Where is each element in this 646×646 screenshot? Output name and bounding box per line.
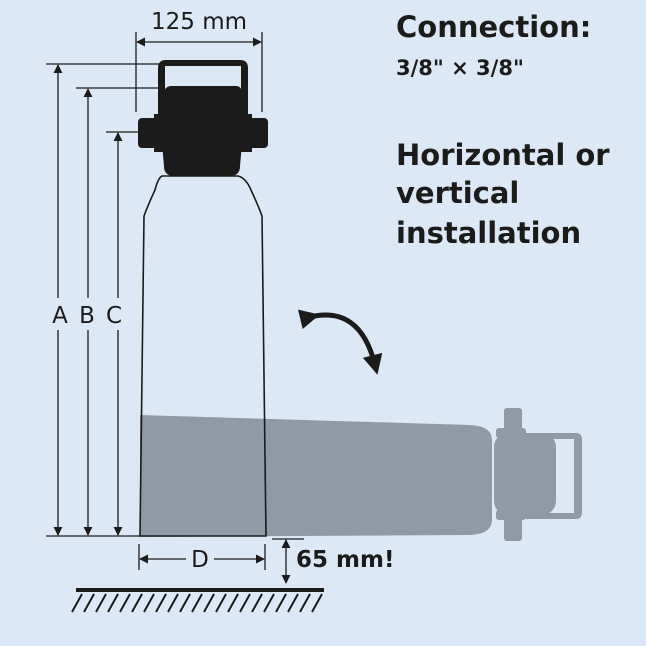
clearance-dimension xyxy=(272,538,304,584)
horizontal-filter-head xyxy=(494,433,556,515)
floor xyxy=(71,588,324,613)
horizontal-filter-nut-bottom xyxy=(504,515,522,541)
installation-text-line-3: installation xyxy=(396,216,582,250)
vertical-filter-handle xyxy=(158,60,248,116)
width-label: 125 mm xyxy=(151,9,247,35)
installation-text-line-2: vertical xyxy=(396,176,520,210)
horizontal-filter-handle xyxy=(526,433,582,519)
horizontal-filter-body xyxy=(140,415,492,537)
connection-value: 3/8" × 3/8" xyxy=(396,56,524,80)
horizontal-filter-nut-top xyxy=(504,408,522,434)
height-label-b: B xyxy=(79,303,95,329)
rotation-arrow-icon xyxy=(297,309,383,375)
vertical-filter-body xyxy=(139,175,267,537)
height-label-c: C xyxy=(106,303,122,329)
connection-title: Connection: xyxy=(396,10,592,44)
vertical-filter-head xyxy=(154,86,252,176)
width-dimension xyxy=(135,32,263,112)
horizontal-filter xyxy=(140,408,582,541)
clearance-label: 65 mm! xyxy=(296,547,394,573)
diameter-label: D xyxy=(191,547,209,573)
installation-text-line-1: Horizontal or xyxy=(396,138,610,172)
diameter-dimension xyxy=(138,544,266,570)
vertical-filter xyxy=(138,60,268,537)
height-label-a: A xyxy=(52,303,68,329)
